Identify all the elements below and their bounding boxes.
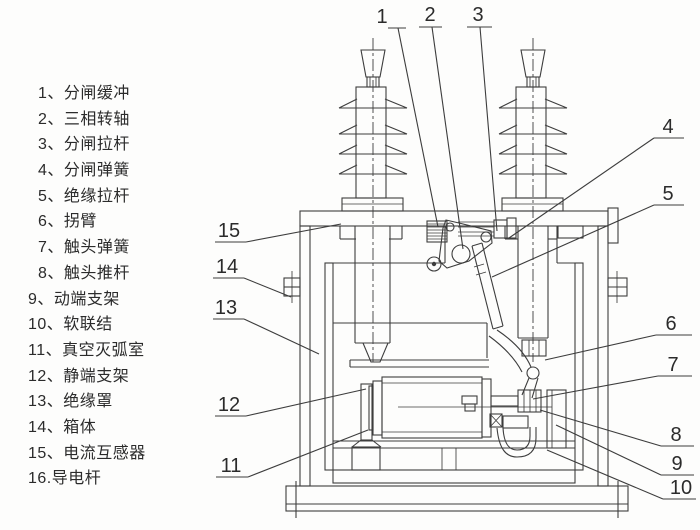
parts-legend: 1、分闸缓冲 2、三相转轴 3、分闸拉杆 4、分闸弹簧 5、绝缘拉杆 6、拐臂 … — [28, 81, 146, 492]
callout-10: 10 — [546, 449, 696, 500]
svg-text:2: 2 — [424, 4, 435, 26]
insulation-cover — [324, 226, 584, 484]
callout-12: 12 — [215, 388, 367, 417]
mounting-lug-right — [607, 271, 628, 303]
callout-15: 15 — [215, 220, 342, 243]
svg-text:5: 5 — [662, 183, 673, 205]
callout-8: 8 — [539, 409, 694, 447]
legend-item: 9、动端支架 — [28, 290, 120, 308]
legend-item: 14、箱体 — [28, 418, 97, 436]
base-plate — [285, 481, 629, 518]
svg-text:10: 10 — [670, 477, 692, 499]
platform — [333, 440, 575, 470]
svg-text:6: 6 — [665, 313, 676, 335]
legend-item: 13、绝缘罩 — [28, 393, 113, 411]
vacuum-interrupter — [333, 322, 552, 439]
svg-text:7: 7 — [667, 354, 678, 376]
svg-text:9: 9 — [671, 453, 682, 475]
callout-13: 13 — [213, 297, 320, 355]
legend-item: 4、分闸弹簧 — [38, 162, 130, 180]
legend-item: 12、静端支架 — [28, 367, 130, 385]
callout-4: 4 — [508, 116, 684, 239]
mounting-lug-left — [283, 271, 301, 303]
legend-item: 5、绝缘拉杆 — [38, 187, 130, 205]
callout-6: 6 — [544, 313, 692, 361]
callout-7: 7 — [532, 354, 692, 400]
crank-arm — [488, 329, 540, 399]
legend-item: 15、电流互感器 — [28, 444, 146, 462]
callouts: 1 2 3 4 5 6 7 8 9 10 11 12 — [213, 4, 696, 500]
legend-item: 11、真空灭弧室 — [28, 341, 145, 359]
svg-text:14: 14 — [216, 256, 238, 278]
svg-text:3: 3 — [472, 4, 483, 26]
bushing-right — [498, 49, 568, 212]
callout-1: 1 — [376, 6, 439, 228]
callout-5: 5 — [491, 183, 684, 278]
legend-item: 1、分闸缓冲 — [38, 85, 130, 102]
legend-item: 3、分闸拉杆 — [38, 136, 130, 154]
shaft-bell-crank — [426, 219, 493, 272]
svg-text:8: 8 — [670, 424, 681, 446]
callout-11: 11 — [216, 429, 369, 478]
callout-3: 3 — [467, 4, 498, 232]
legend-item: 6、拐臂 — [38, 213, 97, 231]
conductor-rod-right — [517, 38, 549, 362]
legend-item: 8、触头推杆 — [38, 264, 130, 282]
callout-14: 14 — [213, 256, 292, 298]
legend-item: 2、三相转轴 — [38, 110, 130, 128]
tank-body — [299, 207, 619, 487]
legend-item: 10、软联结 — [28, 316, 113, 334]
moving-end-assembly — [461, 389, 567, 458]
legend-item: 16.导电杆 — [28, 470, 102, 488]
legend-item: 7、触头弹簧 — [38, 239, 130, 257]
svg-text:4: 4 — [662, 116, 673, 138]
current-transformer-right — [504, 225, 584, 240]
static-end-support — [351, 383, 382, 471]
opening-spring — [458, 217, 517, 239]
svg-text:1: 1 — [376, 6, 387, 28]
bushing-left — [338, 49, 408, 212]
current-transformer-left — [339, 226, 403, 240]
svg-text:11: 11 — [221, 455, 242, 477]
svg-text:13: 13 — [215, 297, 237, 319]
svg-text:15: 15 — [218, 220, 240, 242]
callout-9: 9 — [555, 424, 694, 476]
insulated-pull-rod — [471, 242, 504, 330]
svg-text:12: 12 — [218, 394, 240, 416]
callout-2: 2 — [419, 4, 464, 250]
